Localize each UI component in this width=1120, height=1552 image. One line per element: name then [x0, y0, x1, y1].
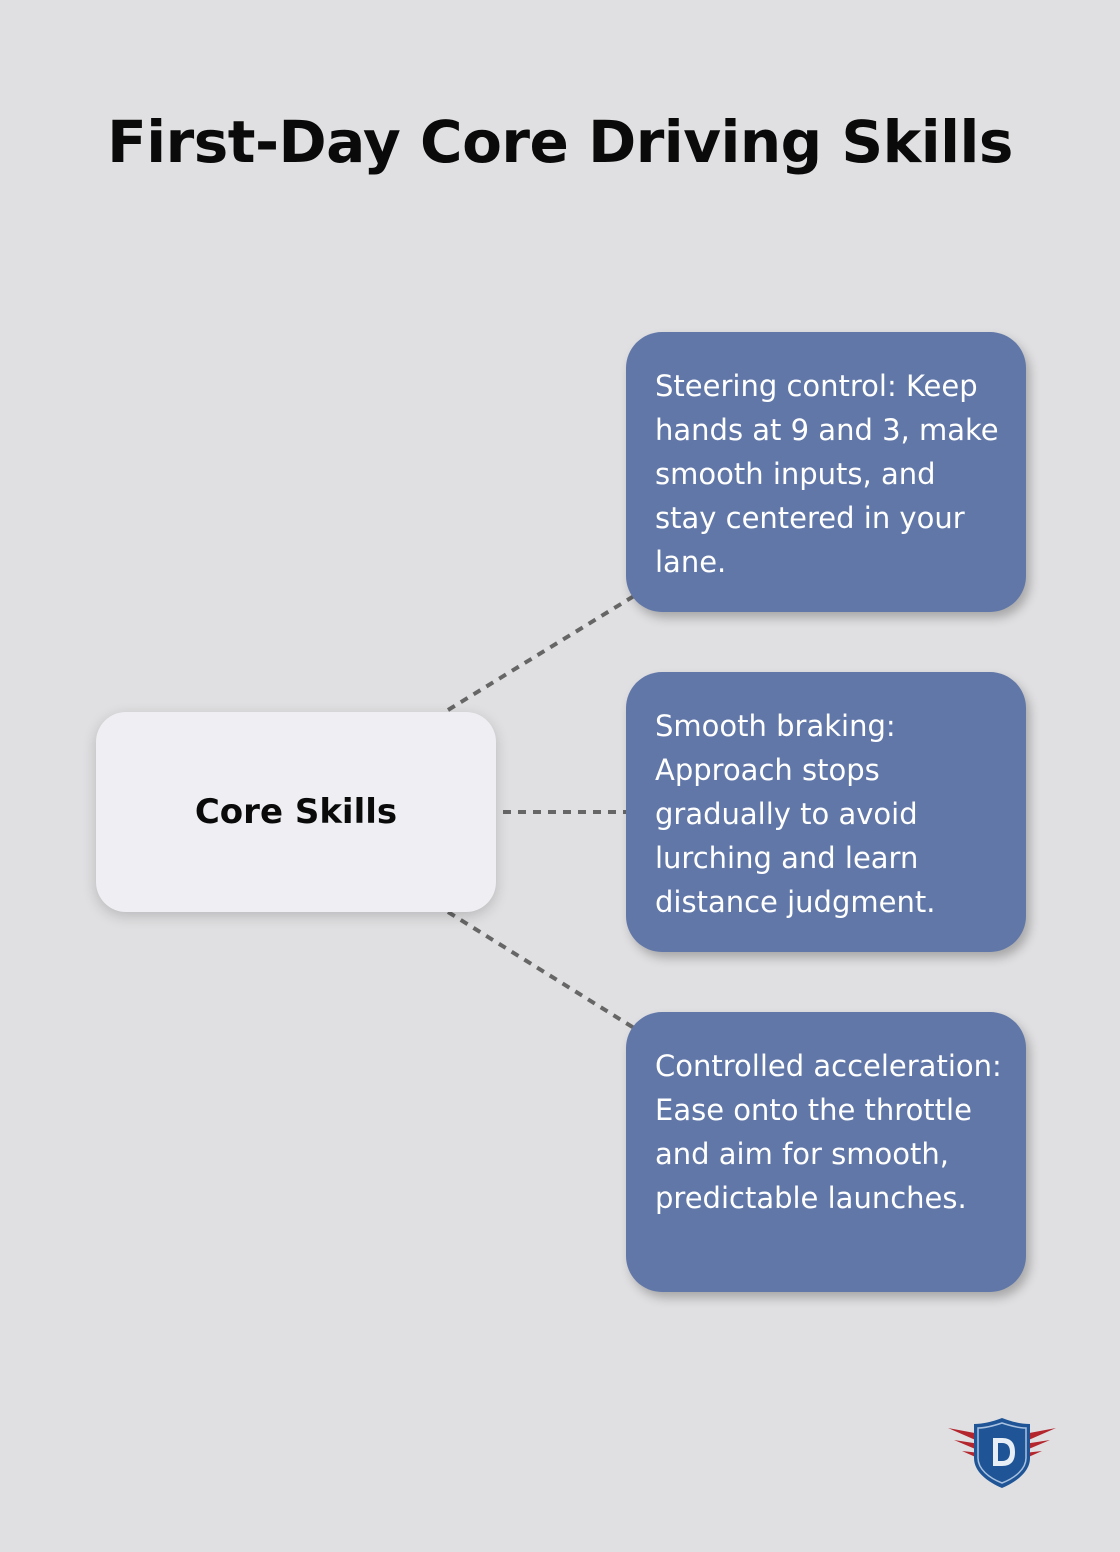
- center-node-label: Core Skills: [194, 792, 398, 832]
- connector-top: [446, 594, 636, 712]
- leaf-node-controlled-acceleration: Controlled acceleration: Ease onto the t…: [626, 1012, 1026, 1292]
- logo-letter: D: [946, 1414, 958, 1418]
- center-node-core-skills: Core Skills: [96, 712, 496, 912]
- connector-bottom: [446, 910, 636, 1030]
- page-title: First-Day Core Driving Skills: [107, 108, 1013, 176]
- winged-shield-logo-icon: D: [946, 1414, 1056, 1488]
- leaf-node-steering-control: Steering control: Keep hands at 9 and 3,…: [626, 332, 1026, 612]
- leaf-node-smooth-braking: Smooth braking: Approach stops gradually…: [626, 672, 1026, 952]
